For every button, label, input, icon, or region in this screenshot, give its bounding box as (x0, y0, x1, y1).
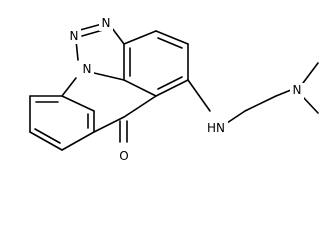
bond-n1-n2 (79, 23, 103, 31)
atom-n-triazole-top-left: N (70, 29, 79, 43)
bond-c4-nh (187, 79, 211, 112)
bond-c2-c3-inner (157, 37, 183, 49)
molecule-structure-diagram: N N N HN N O (29, 15, 319, 164)
bond-c5-carbonyl (123, 95, 157, 118)
bond-c1-c2 (123, 30, 157, 45)
atom-amine-nh: HN (207, 121, 225, 135)
label-bg-amine (204, 120, 228, 136)
bond-carbonyl-left (93, 116, 125, 133)
bond-n-me-down (302, 96, 319, 114)
label-bg-n-top-left (67, 28, 81, 44)
label-bg-n-top-right (99, 15, 113, 31)
bond-c2-c3 (155, 30, 189, 45)
bond-ch2-n (275, 89, 292, 97)
bond-b3-b4 (61, 131, 95, 151)
atom-n-triazole-top-right: N (102, 16, 111, 30)
bond-b4-b5 (29, 131, 63, 151)
label-bg-carbonyl-o (117, 148, 131, 164)
bond-layer (29, 23, 319, 151)
bond-n-ring-left (61, 77, 77, 97)
bond-n-me-up (302, 62, 319, 84)
bond-c4-c5 (155, 79, 189, 97)
bond-n2-c (111, 27, 125, 45)
bond-c4-c5-inner (157, 76, 183, 90)
atom-carbonyl-o: O (119, 149, 128, 163)
bond-b4-b5-inner (34, 128, 61, 144)
label-bg-n-fusion (80, 61, 94, 77)
bond-c5-c6 (123, 79, 157, 97)
bond-ch2-ch2 (244, 95, 277, 112)
bond-b1-b2 (61, 95, 95, 112)
label-bg-dimethyl-n (290, 83, 304, 99)
atom-n-ring-fusion: N (83, 62, 92, 76)
atom-dimethyl-n: N (293, 83, 302, 97)
bond-n-ring-c6 (93, 72, 125, 81)
